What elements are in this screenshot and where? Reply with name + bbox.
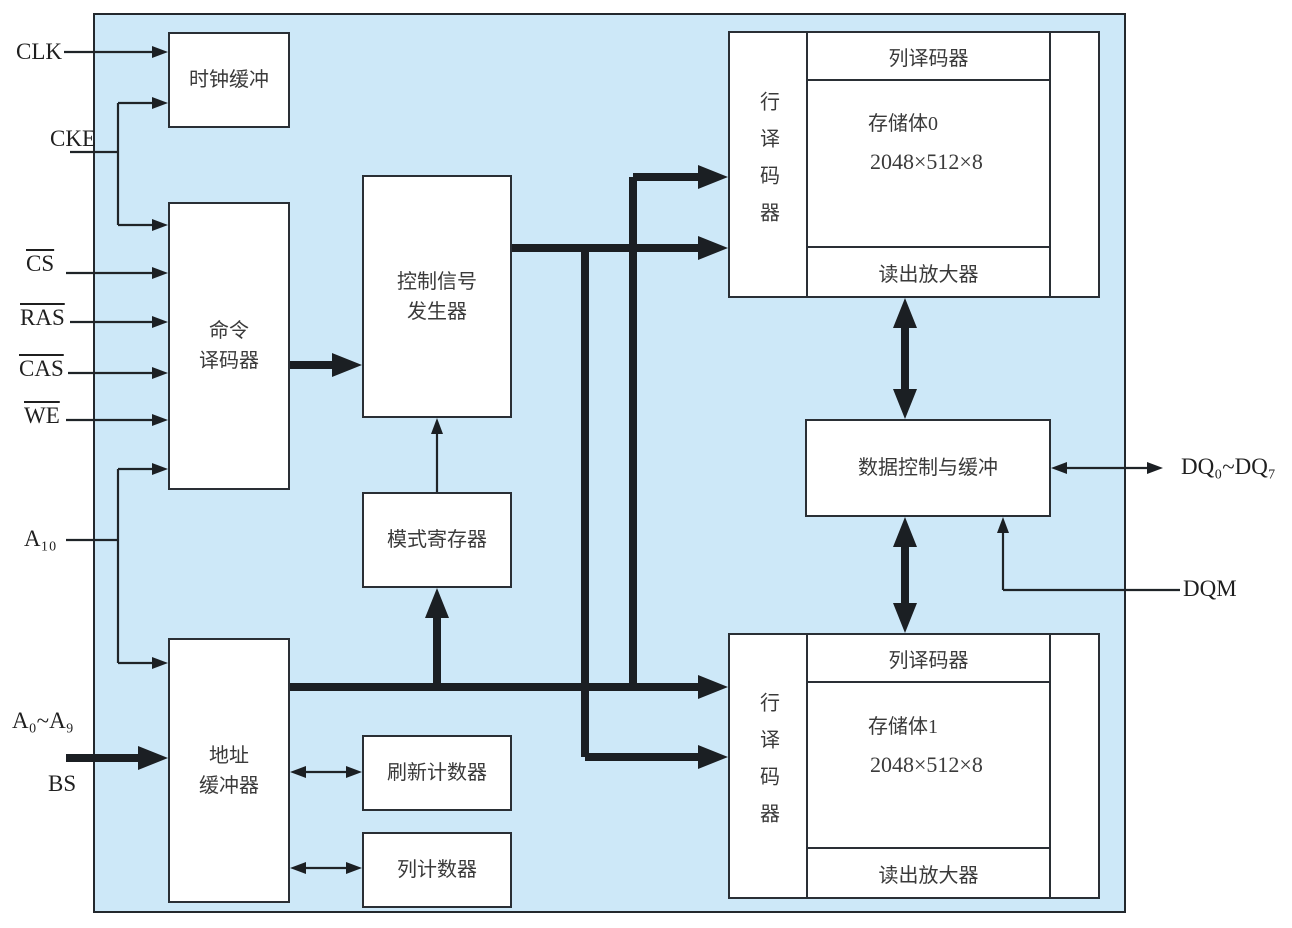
address-column-counter-arrow [290,862,362,874]
address-refresh-counter-arrow [290,766,362,778]
bank0-column-decoder: 列译码器 [808,33,1049,81]
control-signal-generator-label-line1: 控制信号 [397,270,477,293]
bank1-capacity: 2048×512×8 [870,752,983,777]
bank1-column-decoder: 列译码器 [808,635,1049,683]
command-decoder-block: 命令 译码器 [168,202,290,490]
column-counter-label: 列计数器 [397,859,477,881]
clk-arrow [64,46,168,58]
bank0-capacity: 2048×512×8 [870,149,983,174]
bank1-data-bus [893,517,917,633]
bs-signal-label: BS [48,771,77,796]
a0-a9-signal-label: A₀~A₉ [12,708,74,733]
address-buffer-label-line1: 地址 [209,744,249,767]
bank0-title: 存储体0 [868,113,938,135]
bank0-sense-amplifier: 读出放大器 [808,246,1049,296]
control-signal-generator-block: 控制信号 发生器 [362,175,512,418]
cas-arrow [68,367,168,379]
column-counter-block: 列计数器 [362,832,512,908]
bank0-data-bus [893,298,917,419]
dqm-signal-label: DQM [1183,576,1237,601]
command-decoder-label-line1: 命令 [209,320,249,342]
a10-signal-label: A₁₀ [24,526,57,551]
address-buffer-block: 地址 缓冲器 [168,638,290,903]
mode-register-to-control-arrow [431,418,443,492]
we-signal-label: WE [24,403,60,428]
cas-signal-label: CAS [19,356,64,381]
command-decoder-label-line2: 译码器 [199,350,259,372]
dqm-arrow [997,517,1180,592]
ras-arrow [70,316,168,328]
clock-buffer-block: 时钟缓冲 [168,32,290,128]
dq0-dq7-signal-label: DQ₀~DQ₇ [1181,454,1276,479]
memory-bank1-block: 行译码器 列译码器 存储体1 2048×512×8 读出放大器 [728,633,1100,899]
clock-buffer-label: 时钟缓冲 [189,69,269,91]
bank0-cell-array: 存储体0 2048×512×8 [808,81,1049,248]
bank1-row-decoder-label: 行译码器 [756,692,779,840]
dq-bus-arrow [1051,462,1163,474]
address-bus [290,165,728,699]
data-control-buffer-block: 数据控制与缓冲 [805,419,1051,517]
data-control-buffer-label: 数据控制与缓冲 [858,457,998,479]
refresh-counter-label: 刷新计数器 [387,762,487,784]
bank1-column-decoder-label: 列译码器 [888,649,969,672]
bank1-sense-amplifier: 读出放大器 [808,847,1049,897]
bank0-row-decoder-label: 行译码器 [756,90,779,239]
bank0-column-decoder-label: 列译码器 [888,47,969,70]
bank1-row-decoder: 行译码器 [730,635,808,897]
ras-signal-label: RAS [20,305,65,330]
bank1-title: 存储体1 [868,716,938,738]
refresh-counter-block: 刷新计数器 [362,735,512,811]
bank1-cell-array: 存储体1 2048×512×8 [808,684,1049,850]
a10-arrows [66,463,168,669]
memory-bank0-block: 行译码器 列译码器 存储体0 2048×512×8 读出放大器 [728,31,1100,298]
control-signal-generator-label-line2: 发生器 [407,300,467,323]
bank0-row-decoder: 行译码器 [730,33,808,296]
cs-arrow [66,267,168,279]
command-to-control-bus [290,353,362,377]
clk-signal-label: CLK [16,39,62,64]
mode-register-label: 模式寄存器 [387,529,487,551]
address-buffer-label-line2: 缓冲器 [199,774,259,797]
bank0-right-strip [1049,33,1098,296]
cke-arrows [70,97,168,231]
cs-signal-label: CS [26,251,55,276]
address-input-arrow [66,746,168,770]
bank0-sense-amplifier-label: 读出放大器 [878,263,979,286]
bank1-sense-amplifier-label: 读出放大器 [878,864,979,887]
mode-register-block: 模式寄存器 [362,492,512,588]
bank1-right-strip [1049,635,1098,897]
cke-signal-label: CKE [50,126,96,151]
we-arrow [66,414,168,426]
control-signal-bus [512,236,728,769]
